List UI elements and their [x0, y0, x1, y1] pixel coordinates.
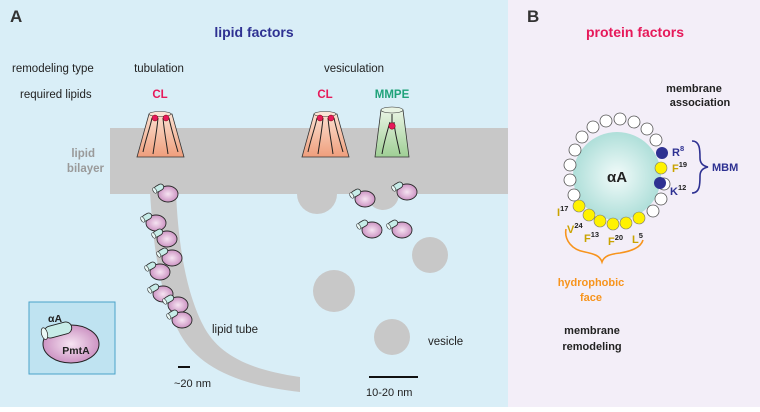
free-vesicle-2: [313, 270, 355, 312]
residue-I-label: I17: [557, 204, 568, 219]
panel-a-letter: A: [10, 7, 22, 26]
hydrophobic-label-line2: face: [580, 292, 602, 304]
lipid-tube: [150, 192, 300, 392]
residue-K12: [654, 177, 666, 189]
lipid-tube-label: lipid tube: [212, 324, 258, 336]
remodeling-type-label: remodeling type: [12, 63, 94, 75]
required-lipids-label: required lipids: [20, 89, 92, 101]
membrane-association-line2: association: [670, 97, 731, 109]
vesiculation-cl-label: CL: [317, 89, 332, 101]
free-vesicle-3: [374, 319, 410, 355]
panel-a-title: lipid factors: [214, 24, 294, 40]
mbm-brace: [691, 140, 709, 194]
cl-cone-tubulation: [136, 111, 185, 158]
scale-tube-label: ~20 nm: [174, 378, 211, 390]
residue-R-label: R8: [672, 144, 684, 159]
membrane-remodeling-line1: membrane: [564, 325, 620, 337]
bilayer-label-1: lipid: [71, 148, 95, 160]
vesicle-label: vesicle: [428, 336, 463, 348]
helix-label: αA: [607, 169, 627, 186]
legend-protein-label: PmtA: [62, 345, 90, 357]
hydrophobic-residues: [572, 161, 668, 231]
residue-L-label: L5: [632, 231, 643, 246]
residue-V-label: V24: [567, 221, 584, 236]
hydrophobic-brace: [564, 228, 644, 265]
panel-b-letter: B: [527, 7, 539, 26]
residue-F19-label: F19: [672, 160, 687, 175]
vesiculation-mmpe-label: MMPE: [375, 89, 410, 101]
helix-alpha-a: [573, 132, 661, 220]
free-vesicle-1: [412, 237, 448, 273]
mmpe-cone: [374, 106, 410, 158]
legend-box: [28, 301, 116, 375]
tubulation-label: tubulation: [134, 63, 184, 75]
legend-helix-label: αA: [48, 313, 62, 325]
residue-K-label: K12: [670, 183, 686, 198]
bilayer-label-2: bilayer: [67, 163, 105, 175]
scale-vesicle-label: 10-20 nm: [366, 387, 412, 399]
residue-F13-label: F13: [584, 230, 599, 245]
membrane-remodeling-line2: remodeling: [562, 341, 621, 353]
residue-R8: [656, 147, 668, 159]
vesiculation-label: vesiculation: [324, 63, 384, 75]
bud-vesicle-2: [367, 178, 399, 210]
residue-F20-label: F20: [608, 233, 623, 248]
cl-cone-vesiculation: [301, 111, 350, 158]
membrane-association-line1: membrane: [666, 83, 722, 95]
panel-b-title: protein factors: [586, 24, 684, 40]
bud-vesicle-1: [297, 174, 337, 214]
tubulation-cl-label: CL: [152, 89, 167, 101]
mbm-label: MBM: [712, 162, 738, 174]
hydrophobic-label-line1: hydrophobic: [558, 277, 625, 289]
